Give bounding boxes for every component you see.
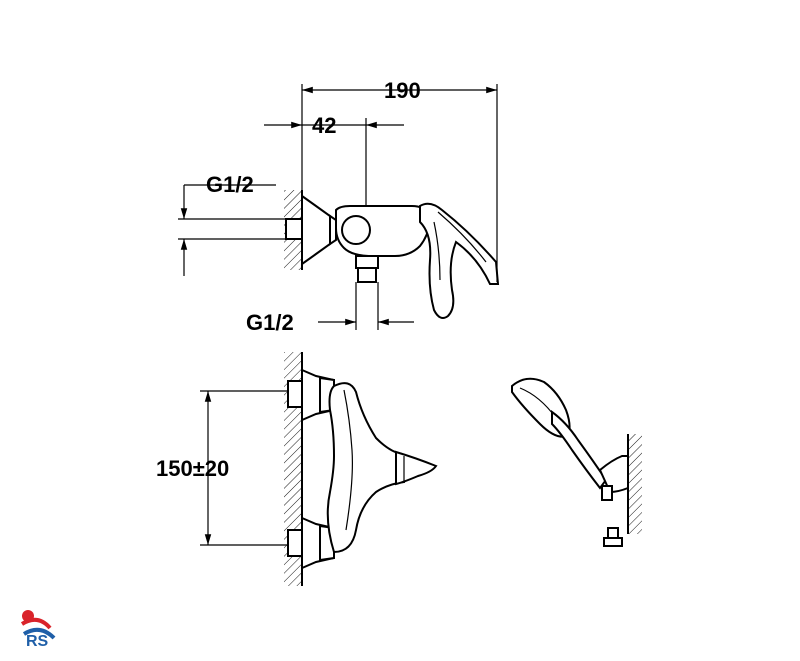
wall-hatch-shower — [628, 434, 642, 534]
hand-shower-view — [511, 377, 642, 547]
dimension-offset: 42 — [312, 113, 336, 138]
logo-text: RS — [26, 633, 49, 650]
side-elevation-view: 190 42 G1/2 G1/2 — [178, 78, 500, 335]
dimension-overall-width: 190 — [384, 78, 421, 103]
dimension-outlet-thread: G1/2 — [246, 310, 294, 335]
brand-logo: RS — [20, 610, 56, 650]
dimension-center-distance: 150±20 — [156, 456, 229, 481]
wall-hatch-front — [284, 352, 302, 586]
front-elevation-view: 150±20 — [156, 352, 438, 586]
dimension-inlet-thread: G1/2 — [206, 172, 254, 197]
